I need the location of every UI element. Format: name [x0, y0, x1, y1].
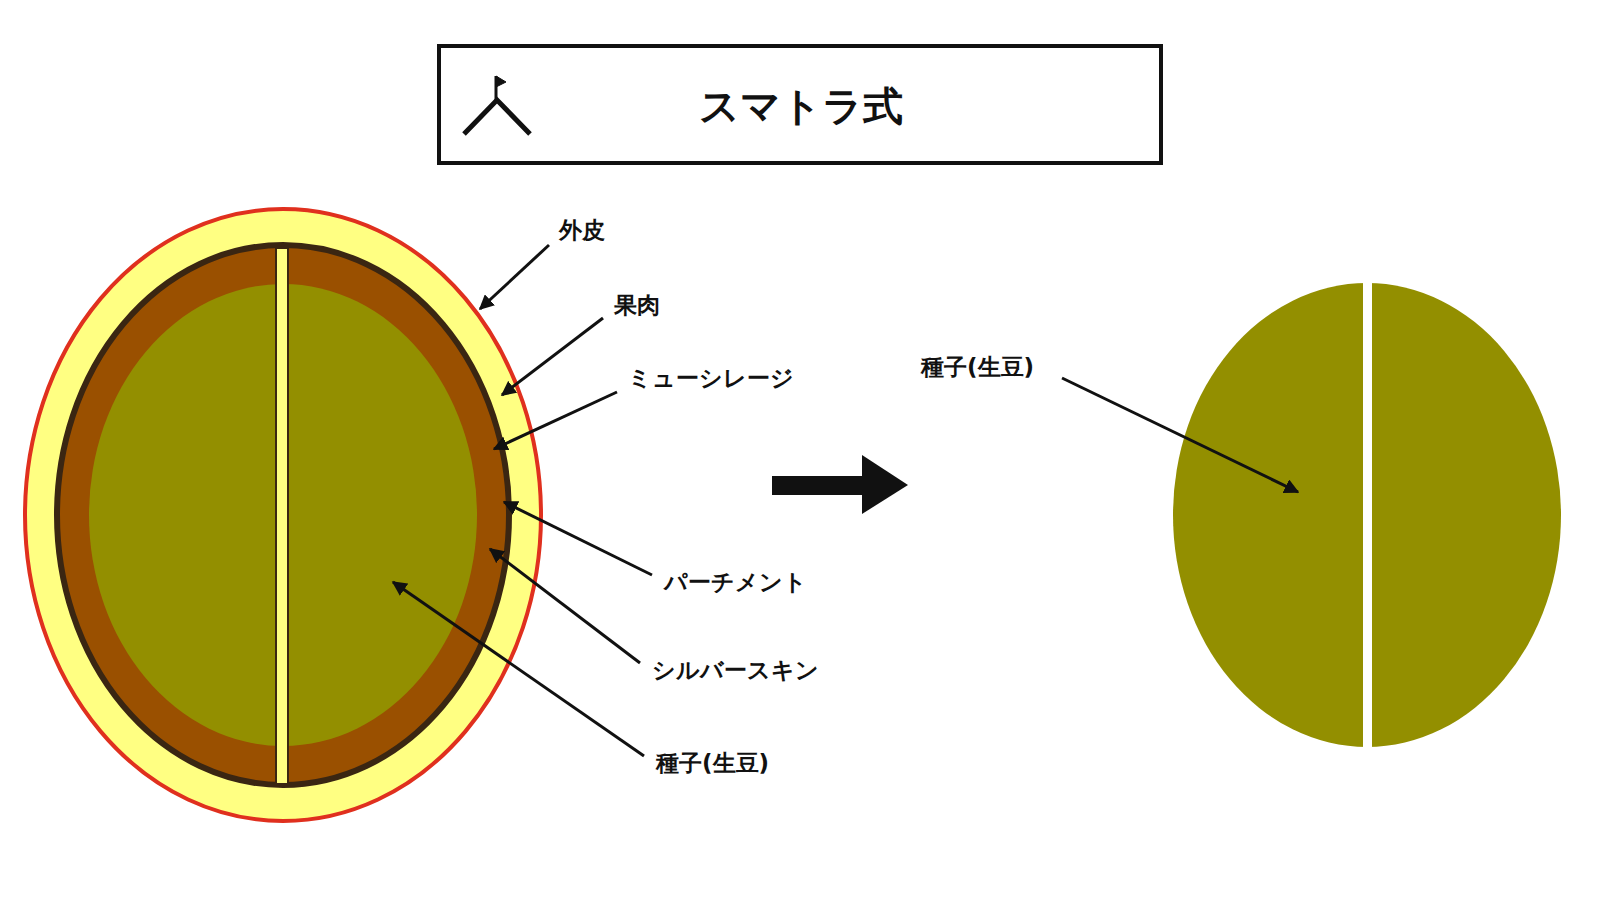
part-label: シルバースキン — [652, 656, 819, 684]
process-arrow — [772, 455, 908, 514]
leader-lines — [393, 245, 1298, 756]
part-label: 外皮 — [559, 216, 605, 244]
part-label: 果肉 — [614, 291, 660, 319]
coffee-cherry — [25, 209, 541, 821]
title: スマトラ式 — [699, 82, 903, 130]
part-label: パーチメント — [664, 568, 807, 596]
title-box — [439, 46, 1161, 163]
part-label: 種子(生豆) — [921, 353, 1034, 381]
part-label: 種子(生豆) — [656, 749, 769, 777]
part-label: ミューシレージ — [628, 364, 794, 392]
logo-icon — [464, 76, 530, 134]
green-bean — [1173, 280, 1561, 750]
